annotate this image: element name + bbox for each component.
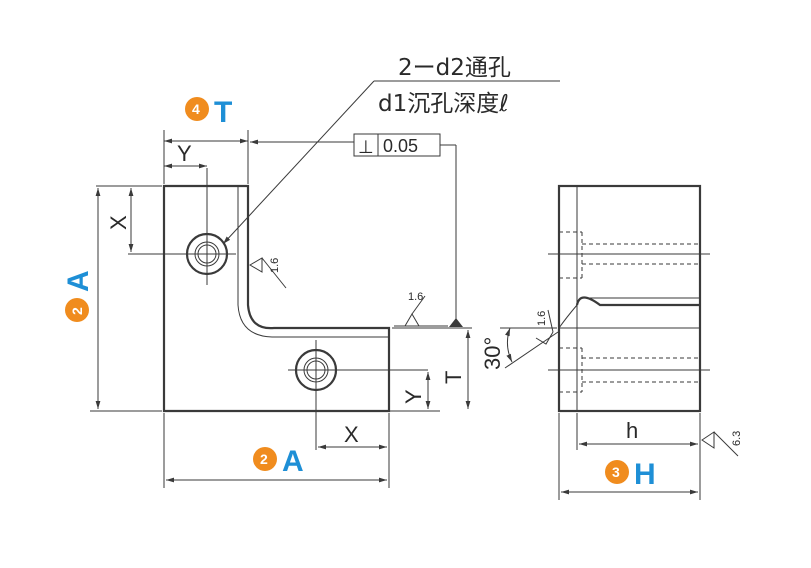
callout-width-bottom: 2 A — [253, 445, 304, 478]
roughness-3: 1.6 — [536, 311, 548, 326]
badge-2-bottom — [253, 447, 277, 471]
dim-y-top: Y — [177, 141, 192, 166]
dim-h-side: h — [626, 418, 638, 443]
label-t: T — [214, 96, 232, 129]
l-block-inner-edge — [237, 186, 389, 338]
dim-t-right: T — [441, 371, 466, 384]
roughness-2: 1.6 — [408, 291, 423, 303]
l-block-outline — [162, 184, 391, 413]
side-view — [548, 184, 710, 413]
tolerance-symbol: ⊥ — [358, 137, 374, 157]
hole-note-leader — [222, 80, 560, 245]
side-dimensions — [500, 327, 701, 500]
callout-height-left: 2 A — [62, 270, 95, 322]
label-a-bottom: A — [282, 445, 304, 478]
note-line-2: d1沉孔深度ℓ — [378, 91, 509, 117]
callout-depth: 3 H — [605, 458, 656, 491]
badge-2-left — [65, 298, 89, 322]
svg-text:4: 4 — [192, 101, 200, 117]
badge-3 — [605, 460, 629, 484]
dim-x-left: X — [106, 215, 131, 230]
dim-x-bottom: X — [344, 422, 359, 447]
callout-thickness: 4 T — [185, 96, 232, 129]
dim-y-right: Y — [401, 389, 426, 404]
dim-angle: 30° — [480, 337, 505, 370]
svg-text:2: 2 — [69, 307, 85, 315]
note-line-1: 2ーd2通孔 — [398, 55, 511, 81]
front-dimensions — [90, 130, 472, 488]
svg-text:3: 3 — [612, 464, 620, 480]
tolerance-value: 0.05 — [383, 136, 418, 156]
label-h: H — [634, 458, 656, 491]
perpendicularity-frame — [250, 133, 463, 327]
roughness-4: 6.3 — [731, 431, 743, 446]
front-view — [128, 168, 428, 450]
roughness-1: 1.6 — [269, 258, 281, 273]
svg-text:2: 2 — [260, 451, 268, 467]
label-a-left: A — [62, 270, 95, 292]
roughness-symbols — [249, 257, 739, 457]
badge-4 — [185, 97, 209, 121]
